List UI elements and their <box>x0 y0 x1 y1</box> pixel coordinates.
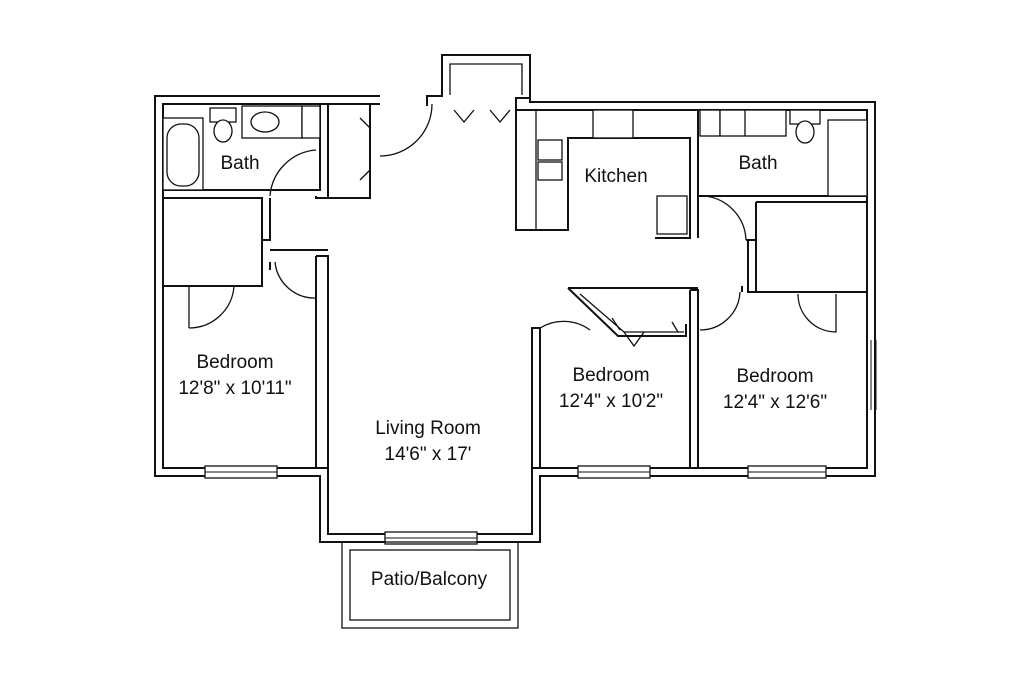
bedroom-left-label: Bedroom <box>196 352 273 373</box>
right-bedroom-closet <box>689 201 868 468</box>
bedroom-right-label: Bedroom <box>736 366 813 387</box>
bedroom-left-dims: 12'8" x 10'11" <box>178 378 291 399</box>
living-room-dims: 14'6" x 17' <box>385 444 472 465</box>
windows <box>204 465 827 545</box>
right-bath-fixtures <box>697 109 868 241</box>
left-bedroom-closet <box>163 197 329 534</box>
bath-right-label: Bath <box>738 153 777 174</box>
kitchen-fixtures <box>515 109 699 239</box>
bedroom-right-dims: 12'4" x 12'6" <box>723 392 827 413</box>
bedroom-middle-label: Bedroom <box>572 365 649 386</box>
middle-bedroom-walls <box>531 287 698 468</box>
patio-label: Patio/Balcony <box>371 569 488 590</box>
left-bath-walls <box>162 103 433 199</box>
room-labels: Bath Kitchen Bath Bedroom 12'8" x 10'11"… <box>178 153 827 590</box>
living-room-label: Living Room <box>375 418 481 439</box>
patio-outline <box>341 541 519 629</box>
bedroom-middle-dims: 12'4" x 10'2" <box>559 391 663 412</box>
kitchen-label: Kitchen <box>584 166 647 187</box>
bath-left-label: Bath <box>220 153 259 174</box>
